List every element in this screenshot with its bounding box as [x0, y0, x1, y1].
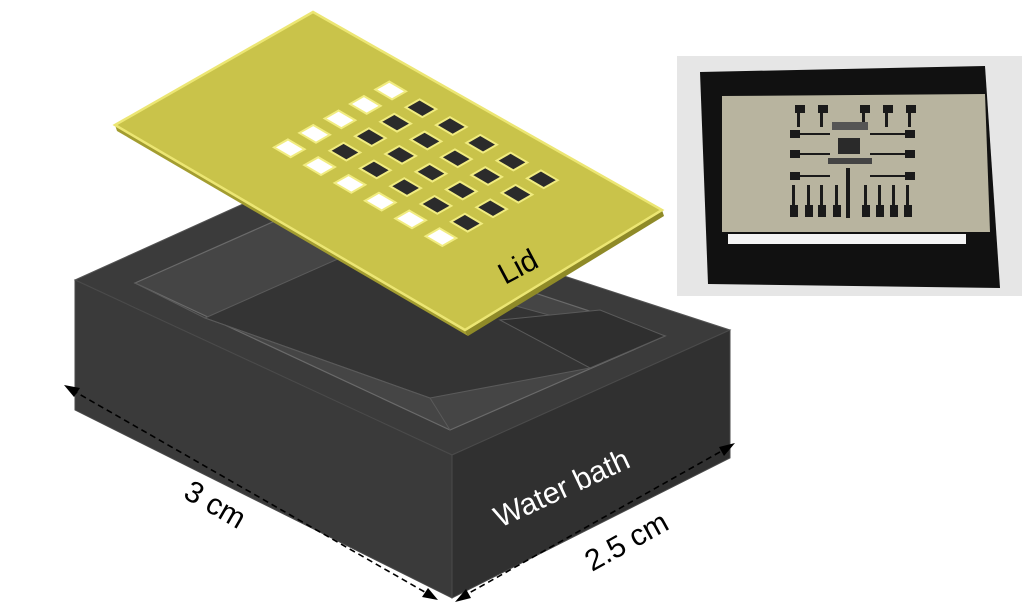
lid-window — [348, 94, 383, 115]
photo-pad — [790, 172, 800, 180]
photo-trace — [870, 153, 905, 155]
photo-trace — [820, 185, 823, 207]
lid-window — [413, 162, 449, 183]
photo-trace — [846, 168, 850, 218]
depth-dimension — [455, 443, 735, 602]
photo-pad — [905, 150, 915, 158]
photo-trace — [906, 185, 909, 207]
photo-trace — [870, 133, 905, 135]
photo-pad — [818, 205, 826, 217]
photo-pad — [876, 205, 884, 217]
lid-window — [464, 133, 499, 154]
depth-arrowhead-start — [455, 589, 471, 602]
box-right-face — [451, 329, 731, 599]
lid-window — [494, 151, 530, 172]
photo-pad — [790, 205, 798, 217]
lid-window — [403, 98, 439, 119]
device-photo — [677, 56, 1022, 296]
photo-pad — [904, 205, 912, 217]
photo-trace — [800, 153, 830, 155]
photo-trace — [797, 113, 800, 127]
photo-pad — [860, 105, 870, 113]
lid-window — [423, 227, 459, 248]
width-arrowhead-start — [64, 385, 80, 397]
photo-pad — [890, 205, 898, 217]
photo-trace — [870, 175, 905, 177]
width-dimension-line — [71, 389, 431, 596]
photo-chip — [838, 138, 860, 154]
lid-window — [499, 183, 535, 204]
lid-window — [439, 148, 474, 169]
photo-trace — [864, 185, 867, 207]
lid-window — [393, 209, 428, 230]
photo-trace — [862, 113, 865, 127]
photo-trace — [892, 185, 895, 207]
lid-side-edge-right — [465, 210, 664, 336]
lid-window — [357, 159, 393, 180]
depth-dimension-line — [461, 447, 728, 598]
photo-trace — [908, 113, 911, 127]
lid-window — [271, 138, 307, 159]
photo-pad — [833, 205, 841, 217]
photo-pad — [805, 205, 813, 217]
photo-pad — [790, 150, 800, 158]
lid-window — [302, 156, 337, 177]
lid-window — [474, 198, 509, 219]
photo-pad — [906, 105, 916, 113]
lid-window — [418, 194, 454, 215]
lid-window-grid — [271, 80, 560, 248]
photo-trace — [807, 185, 810, 207]
lid-window — [362, 191, 398, 212]
box-recess-wall — [134, 282, 451, 431]
box-recess-side — [498, 309, 667, 369]
photo-pad — [905, 130, 915, 138]
lid-window — [352, 127, 388, 148]
lid-window — [322, 109, 358, 130]
lid-window — [408, 130, 444, 151]
photo-pad — [790, 130, 800, 138]
lid-window — [378, 112, 413, 133]
photo-trace — [835, 185, 838, 207]
lid-window — [327, 141, 363, 162]
lid-window — [448, 212, 484, 233]
water-bath-box — [73, 184, 732, 599]
lid-window — [383, 144, 418, 165]
lid-window — [469, 165, 504, 187]
photo-trace — [878, 185, 881, 207]
photo-pad — [862, 205, 870, 217]
lid-window — [297, 123, 332, 144]
lid-window — [388, 177, 423, 198]
depth-arrowhead-end — [719, 443, 735, 456]
photo-chip-row — [828, 158, 872, 164]
lid-window — [332, 173, 368, 194]
lid-window — [373, 80, 408, 101]
photo-trace — [820, 113, 823, 127]
photo-trace — [792, 185, 795, 207]
photo-trace — [800, 133, 830, 135]
photo-pad — [818, 105, 828, 113]
photo-pad — [905, 172, 915, 180]
lid-plate — [112, 10, 665, 336]
lid-window — [434, 115, 469, 137]
photo-chip-row — [832, 122, 868, 130]
photo-pad — [883, 105, 893, 113]
photo-trace — [800, 175, 830, 177]
width-arrowhead-end — [422, 588, 438, 600]
width-dimension — [64, 385, 438, 600]
lid-window — [525, 169, 560, 190]
lid-window — [443, 180, 479, 201]
photo-electrode-pattern — [790, 105, 916, 218]
photo-white-strip — [728, 234, 966, 244]
photo-trace — [885, 113, 888, 127]
photo-pad — [795, 105, 805, 113]
